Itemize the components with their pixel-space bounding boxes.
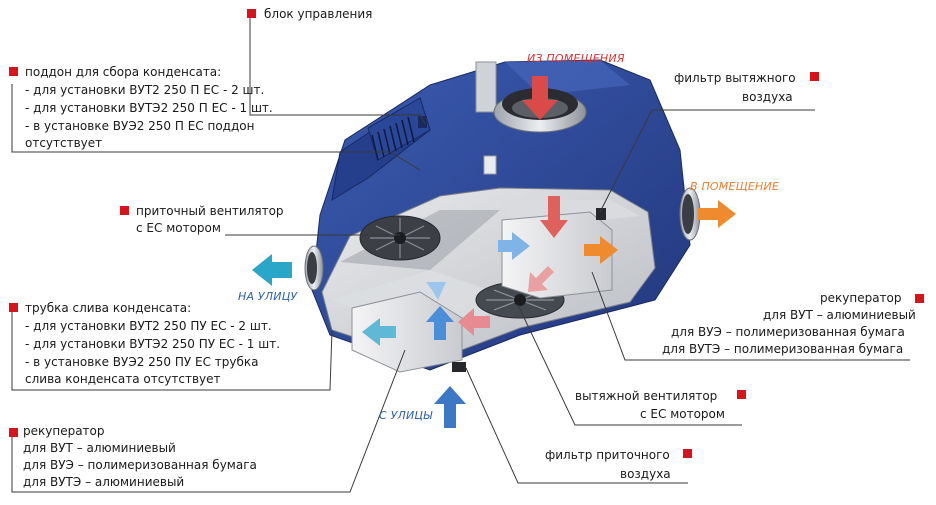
recuperator-right-block [501,211,613,299]
arrow-supply-up [426,306,454,340]
bullet-condensate-tray [9,67,18,76]
label-exhaust-fan-line: вытяжной вентилятор [575,389,718,403]
leader-control-unit [249,18,426,125]
arrow-from-street [434,386,466,428]
label-recuperator-right-line: для ВУТЭ – полимеризованная бумага [662,342,904,356]
label-condensate-tray-line: - в установке ВУЭ2 250 П ЕС поддон [25,119,255,133]
exhaust-filter-panel [596,208,606,220]
supply-filter-panel [452,362,466,372]
arrow-exhaust-down [540,196,568,238]
leader-recuperator-right [591,271,910,361]
label-recuperator-left-title: рекуператор [23,424,105,438]
label-exhaust-fan-line: с ЕС мотором [640,407,725,421]
label-drain-tube-line: слива конденсата отсутствует [25,372,221,386]
arrow-exhaust-to-outside [362,318,396,346]
label-condensate-tray-line: - для установки ВУТЭ2 250 П ЕС - 1 шт. [25,101,273,115]
label-drain-tube-line: - в установке ВУЭ2 250 ПУ ЕС трубка [25,355,259,369]
label-exhaust-filter-line: воздуха [742,90,793,104]
leader-exhaust-fan [517,304,742,426]
label-condensate-tray-line: - для установки ВУТ2 250 П ЕС - 2 шт. [25,83,265,97]
bullet-recuperator-right [915,294,924,303]
bullet-supply-fan [120,206,129,215]
bullet-drain-tube [9,303,18,312]
flow-label-outside: НА УЛИЦУ [238,290,298,303]
label-recuperator-right-line: для ВУТ – алюминиевый [763,308,916,322]
bullet-exhaust-filter [810,72,819,81]
label-supply-fan-line: с ЕС мотором [136,221,221,235]
label-supply-filter-line: фильтр приточного [545,448,670,462]
supply-fan [359,215,441,261]
label-drain-tube-line: - для установки ВУТ2 250 ПУ ЕС - 2 шт. [25,319,272,333]
label-condensate-tray-line: отсутствует [25,136,103,150]
label-control-unit: блок управления [264,7,373,21]
arrow-to-room [698,200,736,228]
flow-label-from-street: С УЛИЦЫ [379,409,433,422]
arrow-supply-diag [420,282,446,300]
arrow-supply-to-fan [498,232,530,260]
right-outlet-duct [679,187,701,241]
leader-supply-filter [465,367,688,484]
label-condensate-tray-title: поддон для сбора конденсата: [25,65,222,79]
label-supply-filter-line: воздуха [620,467,671,481]
arrow-exhaust-pink-2 [528,266,554,292]
flow-label-to-room: В ПОМЕЩЕНИЕ [690,180,780,193]
bullet-supply-filter [683,449,692,458]
label-drain-tube-line: - для установки ВУТЭ2 250 ПУ ЕС - 1 шт. [25,337,281,351]
label-recuperator-right-line: для ВУЭ – полимеризованная бумага [671,325,905,339]
flow-label-from-room: ИЗ ПОМЕЩЕНИЯ [527,52,625,65]
label-recuperator-left-line: для ВУЭ – полимеризованная бумага [23,458,257,472]
bullet-exhaust-fan [737,390,746,399]
bullet-control-unit [247,9,256,18]
recuperator-left-block [351,291,463,373]
label-exhaust-filter-line: фильтр вытяжного [674,71,796,85]
bullet-recuperator-left [9,428,18,437]
control-unit-box [367,97,431,161]
left-outlet-duct [304,245,324,291]
arrow-warm-right [584,236,618,264]
label-drain-tube-title: трубка слива конденсата: [25,301,192,315]
label-recuperator-right-title: рекуператор [820,291,902,305]
label-recuperator-left-line: для ВУТЭ – алюминиевый [23,475,185,489]
leader-condensate-tray [11,84,421,171]
label-recuperator-left-line: для ВУТ – алюминиевый [23,441,176,455]
arrow-from-room [522,76,558,120]
leader-recuperator-left [11,349,406,493]
label-supply-fan-line: приточный вентилятор [136,204,284,218]
leader-drain-tube [11,312,333,391]
arrow-outside-left [252,254,292,286]
arrow-exhaust-pink [458,308,490,336]
leader-exhaust-filter [599,109,815,213]
